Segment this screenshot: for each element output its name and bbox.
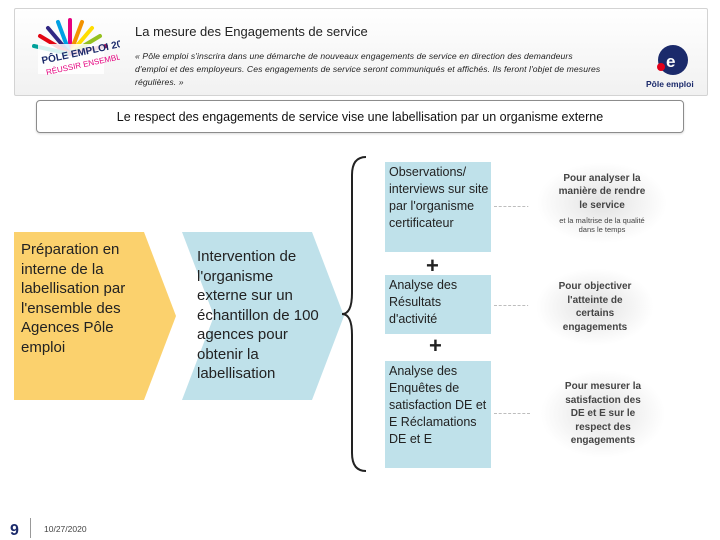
grouping-brace [341, 156, 367, 472]
objective-note: et la maîtrise de la qualité dans le tem… [559, 216, 645, 235]
step-preparation-label: Préparation en interne de la labellisati… [21, 241, 126, 356]
svg-text:e: e [666, 52, 675, 71]
plus-sign: + [429, 333, 442, 358]
step-intervention-shape [182, 232, 344, 400]
objective-label: Pour analyser la manière de rendre le se… [558, 172, 646, 211]
page-number: 9 [10, 522, 19, 539]
objective-oval: Pour objectiver l'atteinte de certains e… [528, 263, 662, 351]
footer-separator [30, 518, 31, 538]
objective-oval: Pour mesurer la satisfaction des DE et E… [532, 364, 674, 464]
pole-emploi-brand-text: Pôle emploi [646, 79, 694, 89]
connector-line [494, 413, 530, 414]
step-intervention-label: Intervention de l'organisme externe sur … [197, 248, 319, 382]
measure-box: Analyse des Résultats d'activité [385, 275, 491, 334]
measure-label: Observations/ interviews sur site par l'… [389, 165, 489, 230]
objective-label: Pour objectiver l'atteinte de certains e… [558, 281, 632, 333]
header-quote: « Pôle emploi s'inscrira dans une démarc… [135, 51, 601, 87]
connector-line [494, 206, 530, 207]
plus-sign: + [426, 253, 439, 278]
measure-label: Analyse des Enquêtes de satisfaction DE … [389, 364, 487, 446]
pole-emploi-brand-icon: e [657, 45, 688, 75]
banner-box [36, 100, 684, 133]
connector-line [494, 305, 530, 306]
pole-emploi-2015-logo: PÔLE EMPLOI 2015 RÉUSSIR ENSEMBLE [32, 18, 120, 77]
objective-oval: Pour analyser la manière de rendre le se… [528, 157, 676, 249]
banner-text: Le respect des engagements de service vi… [116, 110, 604, 124]
step-preparation-shape [14, 232, 176, 400]
header-title: La mesure des Engagements de service [135, 24, 368, 39]
objective-label: Pour mesurer la satisfaction des DE et E… [564, 381, 642, 447]
header-panel [14, 8, 708, 96]
footer-date: 10/27/2020 [44, 524, 87, 534]
measure-box: Observations/ interviews sur site par l'… [385, 162, 491, 252]
measure-label: Analyse des Résultats d'activité [389, 278, 458, 326]
measure-box: Analyse des Enquêtes de satisfaction DE … [385, 361, 491, 468]
